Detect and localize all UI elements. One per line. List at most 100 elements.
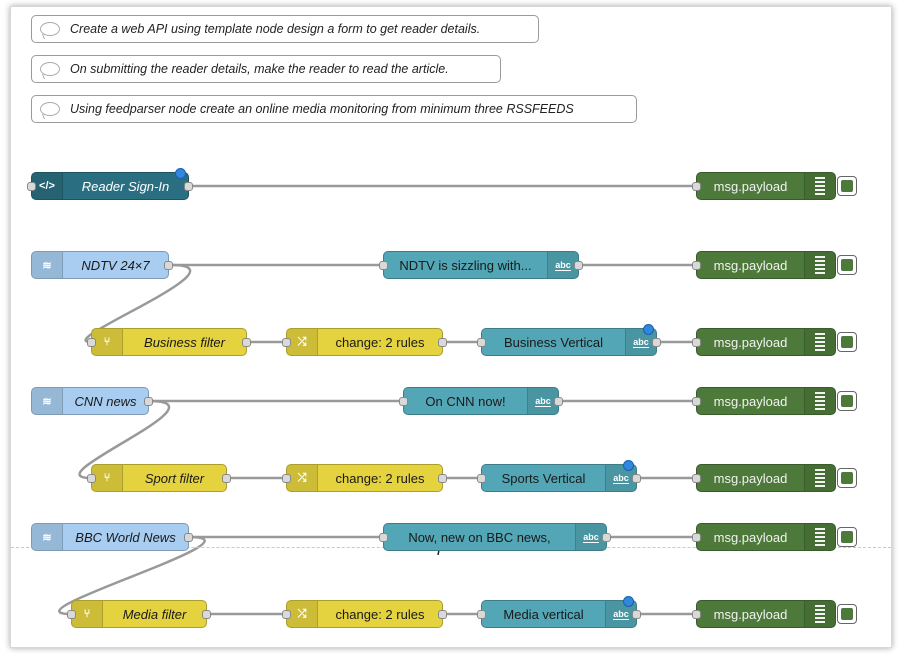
business-filter-node[interactable]: ⑂ Business filter (87, 328, 251, 356)
media-filter-node[interactable]: ⑂ Media filter (67, 600, 211, 628)
output-port[interactable] (144, 397, 153, 406)
change-node-1[interactable]: ⤮ change: 2 rules (282, 328, 447, 356)
abc-icon: abc (547, 252, 578, 278)
input-port[interactable] (282, 338, 291, 347)
wires-layer (58, 184, 696, 616)
list-icon (804, 601, 835, 627)
comment-node-1[interactable]: Create a web API using template node des… (31, 15, 539, 43)
ndtv-template-node[interactable]: NDTV is sizzling with... abc (379, 251, 583, 279)
comment-node-3[interactable]: Using feedparser node create an online m… (31, 95, 637, 123)
change-node-2[interactable]: ⤮ change: 2 rules (282, 464, 447, 492)
input-port[interactable] (27, 182, 36, 191)
input-port[interactable] (399, 397, 408, 406)
debug-node-3[interactable]: msg.payload (692, 328, 857, 356)
debug-toggle-button[interactable] (837, 527, 857, 547)
output-port[interactable] (574, 261, 583, 270)
cnn-feed-node[interactable]: ≋ CNN news (31, 387, 153, 415)
comment-text: Using feedparser node create an online m… (70, 102, 574, 116)
ndtv-feed-node[interactable]: ≋ NDTV 24×7 (31, 251, 173, 279)
flow-canvas[interactable]: Create a web API using template node des… (10, 6, 892, 648)
input-port[interactable] (692, 397, 701, 406)
node-label: BBC World News (75, 529, 176, 545)
node-label: Reader Sign-In (81, 178, 170, 194)
input-port[interactable] (692, 610, 701, 619)
list-icon (804, 173, 835, 199)
output-port[interactable] (438, 474, 447, 483)
sports-vertical-node[interactable]: Sports Vertical abc (477, 460, 641, 492)
code-icon: </> (32, 173, 63, 199)
comment-icon (40, 102, 60, 116)
changed-indicator (623, 460, 634, 471)
comment-icon (40, 62, 60, 76)
debug-node-7[interactable]: msg.payload (692, 600, 857, 628)
input-port[interactable] (692, 182, 701, 191)
node-label: Media vertical (503, 606, 584, 622)
change-node-3[interactable]: ⤮ change: 2 rules (282, 600, 447, 628)
node-label: CNN news (74, 393, 137, 409)
list-icon (804, 252, 835, 278)
node-label: msg.payload (713, 334, 788, 350)
changed-indicator (175, 168, 186, 179)
input-port[interactable] (477, 610, 486, 619)
input-port[interactable] (282, 474, 291, 483)
output-port[interactable] (202, 610, 211, 619)
input-port[interactable] (379, 261, 388, 270)
node-label: Sport filter (144, 470, 205, 486)
input-port[interactable] (692, 533, 701, 542)
output-port[interactable] (602, 533, 611, 542)
feed-icon: ≋ (32, 388, 63, 414)
debug-node-6[interactable]: msg.payload (692, 523, 857, 551)
input-port[interactable] (692, 338, 701, 347)
node-label: NDTV 24×7 (81, 257, 150, 273)
debug-toggle-button[interactable] (837, 391, 857, 411)
node-label: change: 2 rules (335, 334, 425, 350)
node-label: msg.payload (713, 178, 788, 194)
debug-toggle-button[interactable] (837, 255, 857, 275)
input-port[interactable] (282, 610, 291, 619)
output-port[interactable] (222, 474, 231, 483)
reader-signin-node[interactable]: </> Reader Sign-In (27, 168, 193, 200)
output-port[interactable] (242, 338, 251, 347)
output-port[interactable] (184, 533, 193, 542)
debug-toggle-button[interactable] (837, 176, 857, 196)
debug-toggle-button[interactable] (837, 468, 857, 488)
output-port[interactable] (632, 610, 641, 619)
debug-node-1[interactable]: msg.payload (692, 172, 857, 200)
cnn-template-node[interactable]: On CNN now! abc (399, 387, 563, 415)
debug-node-5[interactable]: msg.payload (692, 464, 857, 492)
comment-icon (40, 22, 60, 36)
debug-node-2[interactable]: msg.payload (692, 251, 857, 279)
output-port[interactable] (438, 610, 447, 619)
abc-icon: abc (575, 524, 606, 550)
bbc-feed-node[interactable]: ≋ BBC World News (31, 523, 193, 551)
node-label: Sports Vertical (501, 470, 586, 486)
changed-indicator (623, 596, 634, 607)
input-port[interactable] (87, 338, 96, 347)
input-port[interactable] (692, 474, 701, 483)
list-icon (804, 465, 835, 491)
input-port[interactable] (379, 533, 388, 542)
list-icon (804, 329, 835, 355)
output-port[interactable] (632, 474, 641, 483)
comment-node-2[interactable]: On submitting the reader details, make t… (31, 55, 501, 83)
output-port[interactable] (652, 338, 661, 347)
business-vertical-node[interactable]: Business Vertical abc (477, 324, 661, 356)
node-label: change: 2 rules (335, 606, 425, 622)
debug-node-4[interactable]: msg.payload (692, 387, 857, 415)
sport-filter-node[interactable]: ⑂ Sport filter (87, 464, 231, 492)
shuffle-icon: ⤮ (287, 329, 318, 355)
media-vertical-node[interactable]: Media vertical abc (477, 596, 641, 628)
debug-toggle-button[interactable] (837, 332, 857, 352)
bbc-template-node[interactable]: Now, new on BBC news, abc (379, 523, 611, 551)
node-label: msg.payload (713, 606, 788, 622)
output-port[interactable] (184, 182, 193, 191)
debug-toggle-button[interactable] (837, 604, 857, 624)
input-port[interactable] (692, 261, 701, 270)
input-port[interactable] (87, 474, 96, 483)
input-port[interactable] (477, 338, 486, 347)
output-port[interactable] (554, 397, 563, 406)
output-port[interactable] (438, 338, 447, 347)
input-port[interactable] (67, 610, 76, 619)
input-port[interactable] (477, 474, 486, 483)
output-port[interactable] (164, 261, 173, 270)
